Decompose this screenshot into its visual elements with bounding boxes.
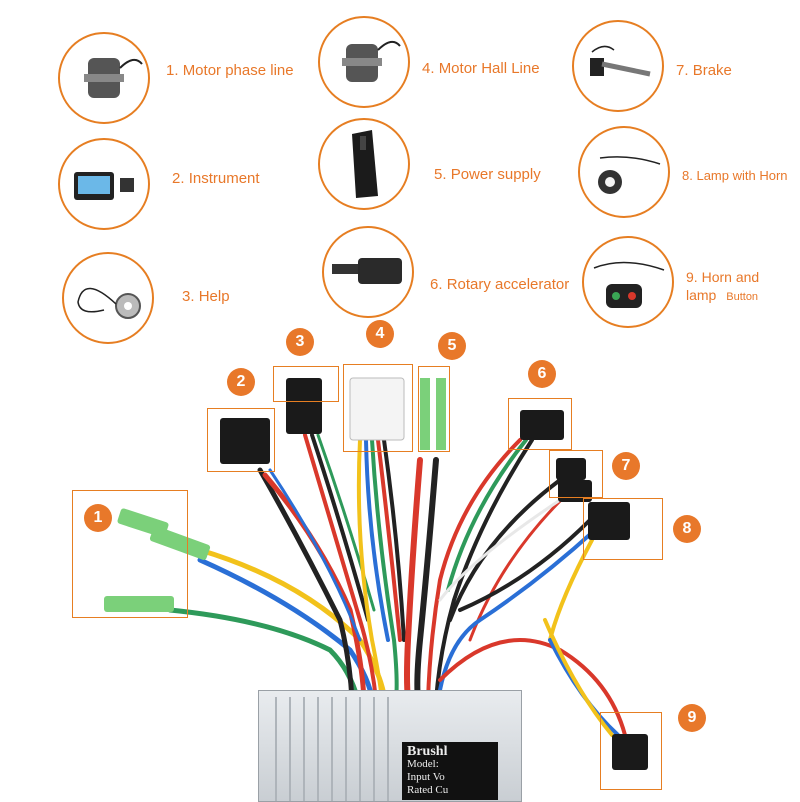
plate-line: Rated Cu [407,784,449,796]
legend-label: Rotary accelerator [446,276,570,293]
badge-3: 3 [286,328,314,356]
plate-line: Input Vo [407,771,445,783]
connector-brake-a [556,458,586,480]
badge-7: 7 [612,452,640,480]
controller-label-plate: Brushl Model: Input Vo Rated Cu [402,742,498,800]
battery-icon [318,118,410,210]
hub-motor-icon [58,32,150,124]
badge-2: 2 [227,368,255,396]
connector-help [286,378,322,434]
callout-box-9 [600,712,662,790]
badge-6: 6 [528,360,556,388]
callout-box-4 [343,364,413,452]
legend-num: 2. [172,170,185,187]
legend-label: Instrument [188,170,260,187]
legend-label: Horn and lamp [686,269,760,303]
connector-throttle [520,410,564,440]
plate-line: Model: [407,758,439,770]
brake-lever-icon [572,20,664,112]
badge-9: 9 [678,704,706,732]
switch-button-icon [582,236,674,328]
legend-label: Motor Hall Line [438,60,540,77]
connector-lamp [588,502,630,540]
legend-label: Power supply [450,166,541,183]
callout-box-7 [549,450,603,498]
legend-num: 4. [422,60,435,77]
callout-box-3 [273,366,339,402]
plate-line: Brushl [407,745,448,758]
connector-instrument [220,418,270,464]
connector-hall [349,377,405,441]
pas-sensor-icon [62,252,154,344]
connector-power-black [436,378,446,450]
callout-box-5 [418,366,450,452]
legend-num: 6. [430,276,443,293]
badge-5: 5 [438,332,466,360]
hub-motor-icon [318,16,410,108]
callout-box-8 [583,498,663,560]
connector-horn-button [612,734,648,770]
legend-num: 7. [676,62,689,79]
legend-label: Motor phase line [182,62,294,79]
connector-brake-b [558,480,592,502]
callout-box-1 [72,490,188,618]
lamp-icon [578,126,670,218]
legend-num: 1. [166,62,179,79]
connector-phase-b [149,526,211,560]
display-icon [58,138,150,230]
legend-num: 8. [682,168,693,183]
legend-label: Help [198,288,230,305]
connector-phase-c [104,596,174,612]
legend-label: Lamp with Horn [696,168,788,183]
legend-num: 3. [182,288,195,305]
throttle-icon [322,226,414,318]
legend-label-suffix: Button [726,291,759,303]
badge-4: 4 [366,320,394,348]
connector-power-red [420,378,430,450]
legend-num: 5. [434,166,447,183]
callout-box-2 [207,408,275,472]
badge-1: 1 [84,504,112,532]
badge-8: 8 [673,515,701,543]
legend-num: 9. [686,269,698,285]
legend-label: Brake [692,62,732,79]
callout-box-6 [508,398,572,450]
